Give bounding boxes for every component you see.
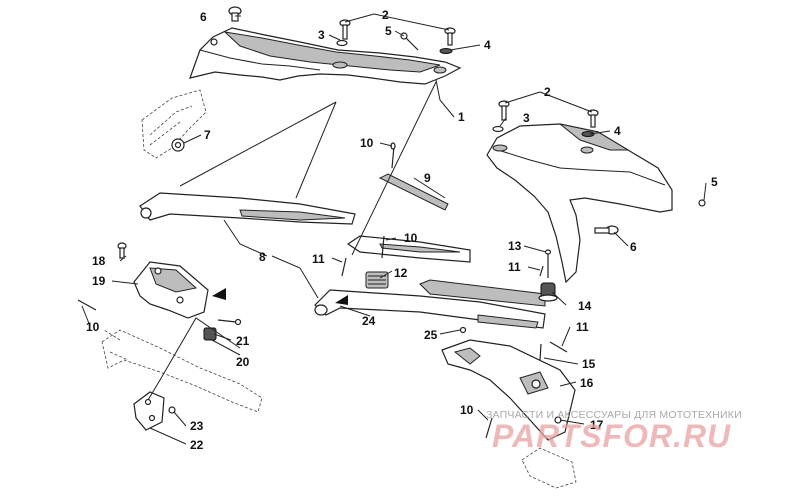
strip-9	[378, 173, 449, 211]
callout-10: 10	[360, 136, 374, 150]
pin-10-left	[77, 299, 97, 311]
pin-11-right	[539, 265, 568, 353]
callout-14: 14	[578, 299, 592, 313]
callout-22: 22	[190, 438, 204, 452]
plate-22	[133, 391, 165, 431]
top-fasteners	[336, 19, 456, 54]
bolt-13	[544, 249, 552, 278]
watermark-caption: ЗАПЧАСТИ И АКСЕССУАРЫ ДЛЯ МОТОТЕХНИКИ	[486, 409, 742, 421]
screw-21	[217, 318, 242, 326]
left-side-panel	[189, 27, 462, 85]
slider-block	[365, 271, 389, 289]
callout-1: 1	[458, 110, 465, 124]
callout-20: 20	[236, 355, 250, 369]
mount-14	[538, 282, 558, 302]
callout-2: 2	[382, 8, 389, 22]
callout-23: 23	[190, 419, 204, 433]
callout-17: 17	[590, 418, 604, 432]
bracket-19	[133, 261, 226, 319]
callout-labels: 6 3 2 5 4 1 2 3 4 5 6 7 10 9 10 8 11 12 …	[86, 8, 718, 452]
pin-10-bottom	[485, 417, 493, 439]
callout-12: 12	[394, 266, 408, 280]
callout-2: 2	[544, 85, 551, 99]
pin-11-left	[341, 257, 347, 277]
callout-18: 18	[92, 254, 106, 268]
callout-11: 11	[576, 320, 589, 334]
pin-15	[539, 343, 542, 361]
callout-7: 7	[204, 128, 211, 142]
mid-rail-12	[346, 235, 471, 263]
callout-10: 10	[404, 231, 418, 245]
callout-5: 5	[711, 175, 718, 189]
callout-24: 24	[362, 314, 376, 328]
callout-6: 6	[200, 10, 207, 24]
callout-10: 10	[86, 320, 100, 334]
bracket-16	[441, 339, 576, 441]
bolt-23	[168, 406, 176, 414]
bolt-18	[117, 242, 127, 259]
callout-19: 19	[92, 274, 106, 288]
pin-10-mid	[381, 235, 385, 259]
callout-6: 6	[630, 240, 637, 254]
callout-11: 11	[312, 252, 325, 266]
nut-7	[171, 138, 185, 152]
right-side-panel	[486, 123, 673, 284]
callout-5: 5	[385, 24, 392, 38]
callout-21: 21	[236, 334, 250, 348]
callout-16: 16	[580, 376, 594, 390]
hidden-frame-left-lower	[101, 329, 263, 413]
callout-9: 9	[424, 171, 431, 185]
callout-3: 3	[318, 28, 325, 42]
right-fasteners	[492, 100, 706, 235]
callout-25: 25	[424, 328, 438, 342]
hidden-frame-bottom	[521, 447, 577, 489]
callout-10: 10	[460, 403, 474, 417]
callout-4: 4	[484, 38, 491, 52]
callout-4: 4	[614, 124, 621, 138]
pin-10-upper	[390, 142, 396, 169]
callout-15: 15	[582, 357, 596, 371]
callout-3: 3	[523, 111, 530, 125]
upper-rail-8	[139, 192, 356, 225]
watermark-logo: PARTSFOR.RU	[492, 418, 731, 454]
leader-lines	[81, 13, 707, 445]
bolt-25	[459, 326, 467, 334]
callout-11: 11	[508, 260, 521, 274]
screw-6-top	[228, 6, 242, 22]
lower-rail-24	[314, 279, 546, 329]
callout-13: 13	[508, 239, 522, 253]
hidden-frame-left	[141, 89, 207, 159]
callout-8: 8	[259, 250, 266, 264]
